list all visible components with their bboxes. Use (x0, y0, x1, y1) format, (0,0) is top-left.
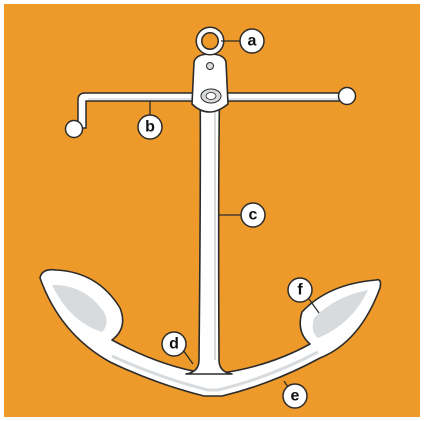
label-d-text: d (169, 336, 179, 353)
label-a: a (240, 29, 264, 53)
label-e-text: e (291, 388, 300, 405)
anchor-head (192, 54, 228, 112)
label-a-text: a (248, 33, 257, 50)
label-c-text: c (249, 207, 258, 224)
label-b-text: b (145, 119, 155, 136)
stock-ball-right (339, 88, 356, 105)
label-d: d (162, 332, 186, 356)
label-e: e (283, 384, 307, 408)
label-c: c (241, 203, 265, 227)
label-b: b (138, 115, 162, 139)
label-f: f (288, 278, 312, 302)
label-f-text: f (297, 282, 303, 299)
stock-ball-left (66, 121, 83, 138)
